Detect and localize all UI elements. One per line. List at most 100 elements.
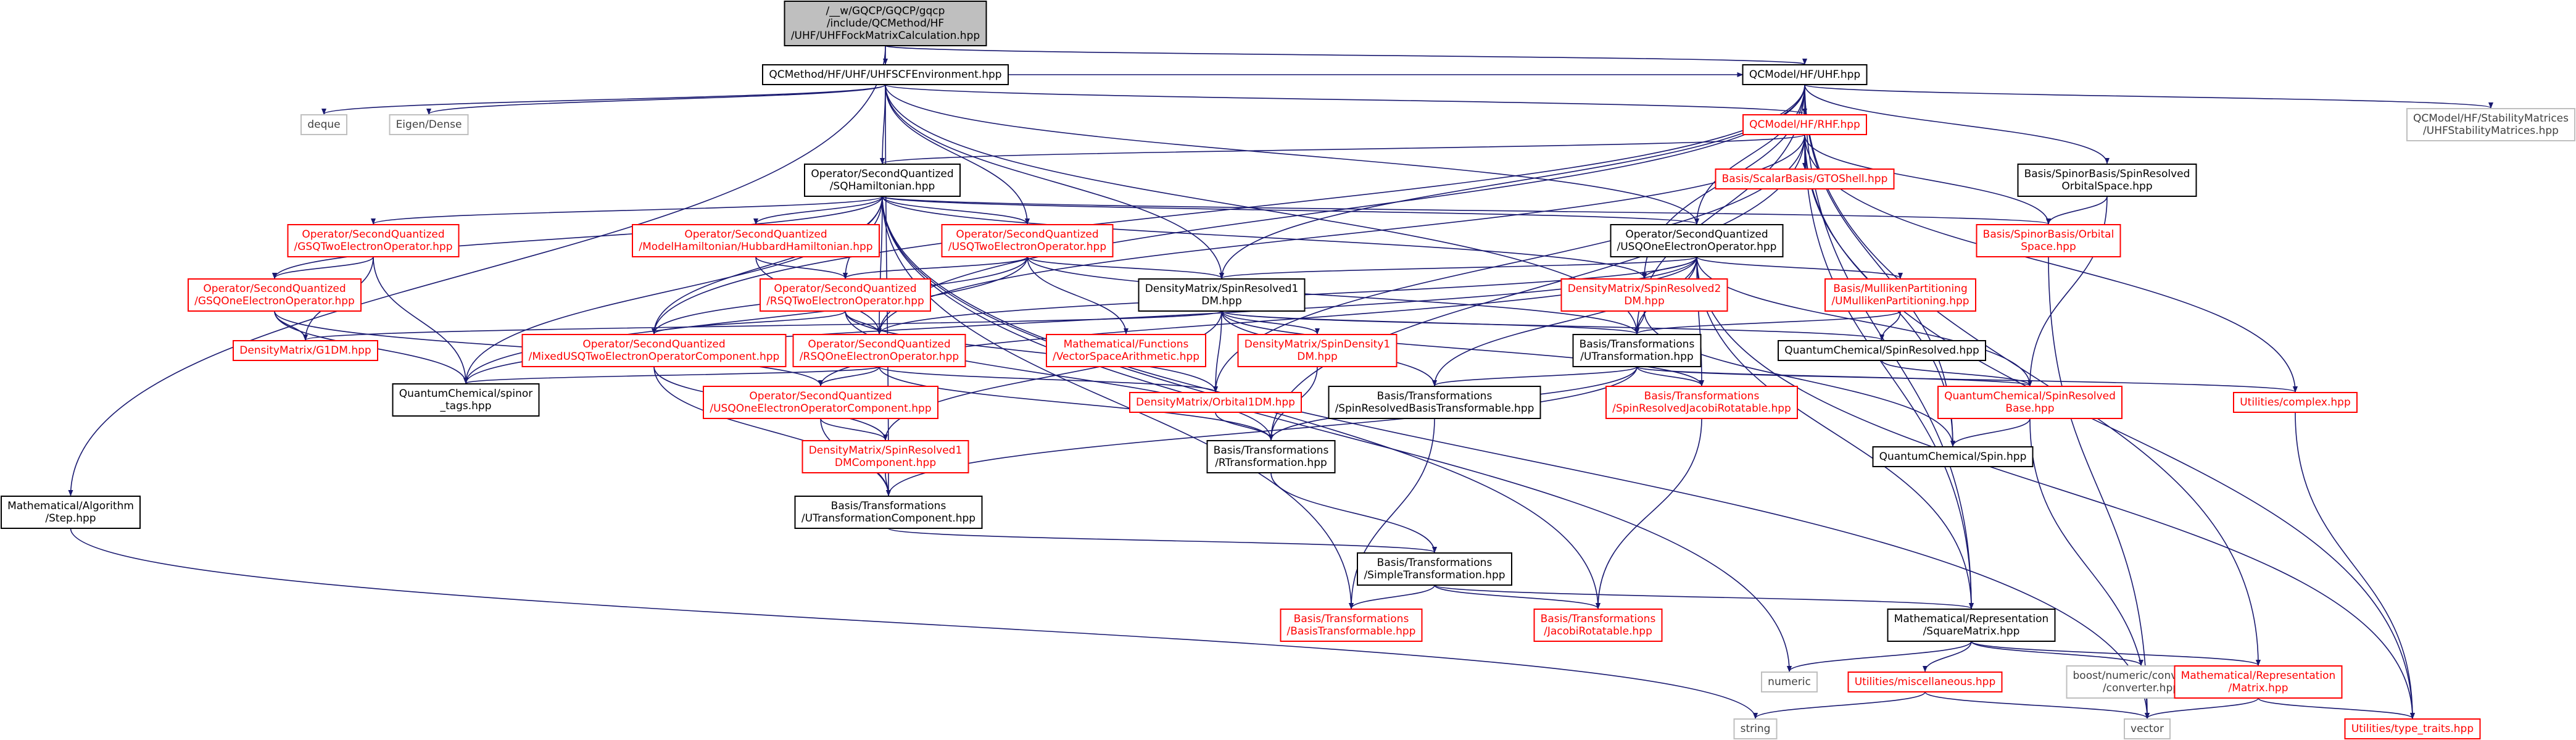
edge-simple-to-basist xyxy=(1349,584,1435,609)
node-label: Space.hpp xyxy=(2021,241,2076,253)
node-root[interactable]: /__w/GQCP/GQCP/gqcp/include/QCMethod/HF/… xyxy=(784,1,987,46)
node-jacobi[interactable]: Basis/Transformations/JacobiRotatable.hp… xyxy=(1533,609,1663,642)
node-qcuhf[interactable]: QCModel/HF/UHF.hpp xyxy=(1742,64,1868,85)
node-uhfscf[interactable]: QCMethod/HF/UHF/UHFSCFEnvironment.hpp xyxy=(762,64,1009,85)
node-label: /Step.hpp xyxy=(45,512,96,525)
node-utranscomp[interactable]: Basis/Transformations/UTransformationCom… xyxy=(794,496,983,529)
node-usqone[interactable]: Operator/SecondQuantized/USQOneElectronO… xyxy=(1610,224,1784,257)
node-srjr[interactable]: Basis/Transformations/SpinResolvedJacobi… xyxy=(1605,386,1798,419)
edge-dmsr1-to-orb1dm xyxy=(1213,310,1222,393)
edge-usqtwo-to-rsqtwo xyxy=(843,256,1028,279)
node-gsqtwo[interactable]: Operator/SecondQuantized/GSQTwoElectronO… xyxy=(287,224,460,257)
node-string[interactable]: string xyxy=(1733,718,1778,739)
edge-srbt-to-basist xyxy=(1349,418,1435,609)
node-box xyxy=(1937,386,2123,419)
edge-usqonecomp-to-dmsr1comp xyxy=(820,418,888,441)
node-numeric[interactable]: numeric xyxy=(1761,671,1818,692)
node-box xyxy=(1742,114,1867,135)
node-vector[interactable]: vector xyxy=(2124,718,2171,739)
node-label: OrbitalSpace.hpp xyxy=(2061,180,2152,193)
edge-qcuhf-to-uhfstab xyxy=(1804,84,2493,109)
node-srbt[interactable]: Basis/Transformations/SpinResolvedBasisT… xyxy=(1328,386,1541,419)
node-box xyxy=(2017,164,2197,197)
node-spinortags[interactable]: QuantumChemical/spinor_tags.hpp xyxy=(392,383,540,417)
node-gto[interactable]: Basis/ScalarBasis/GTOShell.hpp xyxy=(1715,168,1895,189)
node-typetraits[interactable]: Utilities/type_traits.hpp xyxy=(2344,718,2481,739)
edge-qcuhf-to-srorb xyxy=(1804,84,2110,164)
node-vsa[interactable]: Mathematical/Functions/VectorSpaceArithm… xyxy=(1046,334,1206,367)
node-label: Basis/SpinorBasis/Orbital xyxy=(1983,228,2114,241)
node-label: QuantumChemical/spinor xyxy=(399,388,532,400)
node-box xyxy=(287,224,460,257)
node-label: /SquareMatrix.hpp xyxy=(1923,625,2020,638)
node-label: Operator/SecondQuantized xyxy=(811,168,953,180)
node-label: /USQTwoElectronOperator.hpp xyxy=(948,241,1106,253)
node-label: /MixedUSQTwoElectronOperatorComponent.hp… xyxy=(529,351,780,363)
edge-gsqone-to-g1dm xyxy=(274,310,308,341)
node-label: /UTransformationComponent.hpp xyxy=(801,512,975,525)
node-usqtwo[interactable]: Operator/SecondQuantized/USQTwoElectronO… xyxy=(941,224,1114,257)
node-label: /USQOneElectronOperator.hpp xyxy=(1617,241,1777,253)
node-label: Basis/ScalarBasis/GTOShell.hpp xyxy=(1722,173,1888,185)
node-box xyxy=(1761,671,1818,692)
node-uhfstab[interactable]: QCModel/HF/StabilityMatrices/UHFStabilit… xyxy=(2406,108,2575,141)
node-mulliken[interactable]: Basis/MullikenPartitioning/UMullikenPart… xyxy=(1824,278,1976,312)
node-hubbard[interactable]: Operator/SecondQuantized/ModelHamiltonia… xyxy=(632,224,880,257)
node-square[interactable]: Mathematical/Representation/SquareMatrix… xyxy=(1887,609,2056,642)
node-box xyxy=(1206,440,1336,473)
node-g1dm[interactable]: DensityMatrix/G1DM.hpp xyxy=(233,340,378,361)
node-matrix[interactable]: Mathematical/Representation/Matrix.hpp xyxy=(2174,665,2343,699)
edge-usqone-to-dmsr1 xyxy=(1219,256,1697,279)
node-mixed[interactable]: Operator/SecondQuantized/MixedUSQTwoElec… xyxy=(521,334,787,367)
edge-orb1dm-to-rtrans xyxy=(1215,412,1274,441)
node-box xyxy=(1976,224,2121,257)
node-sqham[interactable]: Operator/SecondQuantized/SQHamiltonian.h… xyxy=(804,164,961,197)
edge-square-to-numeric xyxy=(1787,641,1972,672)
node-srorb[interactable]: Basis/SpinorBasis/SpinResolvedOrbitalSpa… xyxy=(2017,164,2197,197)
node-label: /GSQTwoElectronOperator.hpp xyxy=(294,241,453,253)
node-simple[interactable]: Basis/Transformations/SimpleTransformati… xyxy=(1357,552,1512,586)
node-qcsr[interactable]: QuantumChemical/SpinResolved.hpp xyxy=(1778,340,1986,361)
node-basist[interactable]: Basis/Transformations/BasisTransformable… xyxy=(1280,609,1423,642)
node-orb1dm[interactable]: DensityMatrix/Orbital1DM.hpp xyxy=(1129,392,1302,413)
node-gsqone[interactable]: Operator/SecondQuantized/GSQOneElectronO… xyxy=(188,278,362,312)
node-box xyxy=(389,114,469,135)
edge-qcuhf-to-matrix xyxy=(1804,84,2261,666)
node-rsqone[interactable]: Operator/SecondQuantized/RSQOneElectronO… xyxy=(792,334,966,367)
edge-dmsr1-to-g1dm xyxy=(303,310,1222,341)
node-box xyxy=(1357,552,1512,586)
node-dmsr1comp[interactable]: DensityMatrix/SpinResolved1DMComponent.h… xyxy=(801,440,969,473)
node-usqonecomp[interactable]: Operator/SecondQuantized/USQOneElectronO… xyxy=(703,386,938,419)
node-box xyxy=(1560,278,1728,312)
node-box xyxy=(2174,665,2343,699)
node-rtrans[interactable]: Basis/Transformations/RTransformation.hp… xyxy=(1206,440,1336,473)
node-eigen[interactable]: Eigen/Dense xyxy=(389,114,469,135)
node-box xyxy=(801,440,969,473)
edge-sqham-to-usqtwo xyxy=(882,196,1030,225)
node-box xyxy=(804,164,961,197)
node-qcspin[interactable]: QuantumChemical/Spin.hpp xyxy=(1872,446,2034,467)
node-label: Operator/SecondQuantized xyxy=(1625,228,1768,241)
node-box xyxy=(792,334,966,367)
edge-square-to-matrix xyxy=(1971,641,2261,666)
node-box xyxy=(1872,446,2034,467)
node-rsqtwo[interactable]: Operator/SecondQuantized/RSQTwoElectronO… xyxy=(760,278,931,312)
node-label: DMComponent.hpp xyxy=(835,457,936,469)
edge-orbspace-to-vector xyxy=(2048,256,2150,719)
node-step[interactable]: Mathematical/Algorithm/Step.hpp xyxy=(1,496,141,529)
node-orbspace[interactable]: Basis/SpinorBasis/OrbitalSpace.hpp xyxy=(1976,224,2121,257)
node-utrans[interactable]: Basis/Transformations/UTransformation.hp… xyxy=(1572,334,1702,367)
node-box xyxy=(1824,278,1976,312)
node-label: /__w/GQCP/GQCP/gqcp xyxy=(826,5,945,17)
node-label: /UHFStabilityMatrices.hpp xyxy=(2423,125,2559,137)
node-label: /UTransformation.hpp xyxy=(1580,351,1693,363)
node-misc[interactable]: Utilities/miscellaneous.hpp xyxy=(1847,671,2003,692)
node-deque[interactable]: deque xyxy=(300,114,347,135)
node-rhf[interactable]: QCModel/HF/RHF.hpp xyxy=(1742,114,1867,135)
node-label: DensityMatrix/SpinResolved1 xyxy=(1145,283,1299,295)
node-complex[interactable]: Utilities/complex.hpp xyxy=(2233,392,2358,413)
